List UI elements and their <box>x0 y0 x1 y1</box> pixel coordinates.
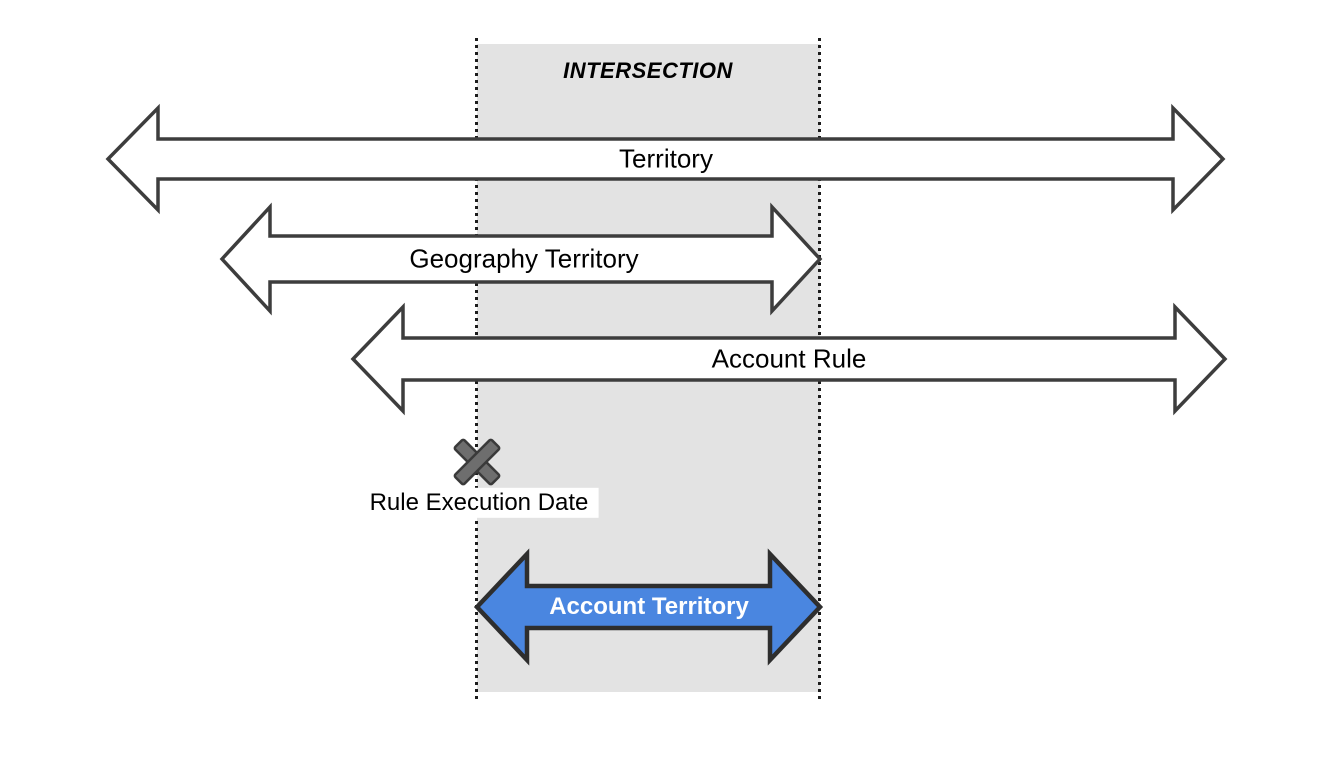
rule-execution-date-label: Rule Execution Date <box>359 487 599 519</box>
account-territory-arrow <box>473 548 824 666</box>
account-territory-arrow-label: Account Territory <box>549 592 749 620</box>
account-rule-arrow <box>350 302 1228 416</box>
intersection-title: INTERSECTION <box>563 57 733 83</box>
territory-arrow-label: Territory <box>619 143 713 174</box>
geography-territory-arrow-label: Geography Territory <box>409 243 639 274</box>
geography-territory-arrow <box>219 202 823 316</box>
x-marker-icon <box>453 438 501 486</box>
territory-arrow <box>105 103 1226 215</box>
account-rule-arrow-label: Account Rule <box>711 343 867 374</box>
